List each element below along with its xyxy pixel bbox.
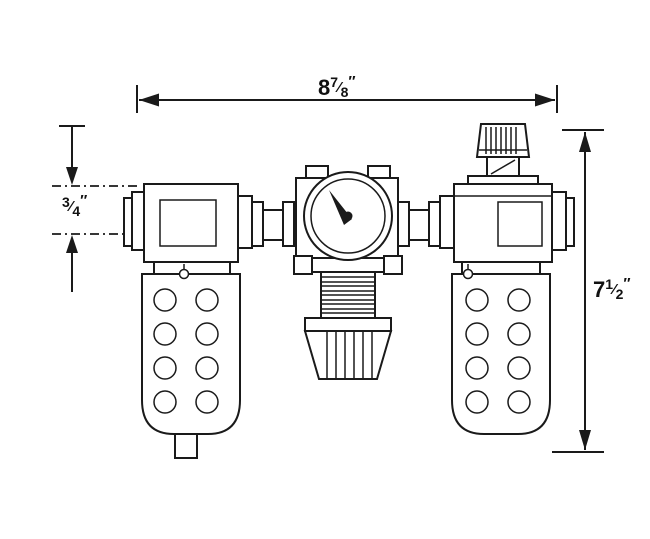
fraction-separator: ⁄	[613, 281, 616, 298]
port-denominator: 4	[72, 203, 81, 219]
width-numerator: 7	[330, 74, 339, 90]
fill-cap-knurls	[485, 127, 517, 154]
stem-threads	[322, 276, 374, 314]
bowl-hole	[507, 322, 531, 346]
filter-regulator-pipe	[235, 195, 295, 249]
pipe-nipple	[408, 209, 430, 241]
union-flange	[251, 201, 264, 247]
bowl-hole	[507, 390, 531, 414]
fill-cap	[475, 123, 531, 158]
bowl-hole	[195, 356, 219, 380]
outlet-cap	[565, 197, 575, 247]
cap-plate	[467, 175, 539, 185]
bowl-hole	[465, 322, 489, 346]
arrow-down-icon	[66, 167, 78, 185]
arrow-up-icon	[66, 235, 78, 253]
height-numerator: 1	[605, 276, 614, 292]
bowl-hole	[465, 288, 489, 312]
gauge-hub	[343, 211, 353, 221]
bowl-hole	[195, 390, 219, 414]
bowl-hole	[465, 356, 489, 380]
sight-dome-highlight	[490, 159, 516, 175]
lubricator-unit	[451, 123, 553, 435]
width-dimension-label: 87⁄8″	[318, 73, 356, 100]
regulator-foot	[383, 255, 403, 275]
bowl-hole	[465, 390, 489, 414]
filter-latch	[178, 268, 190, 280]
filter-neck	[153, 261, 231, 275]
mounting-tab	[367, 165, 391, 179]
pipe-nipple	[262, 209, 284, 241]
height-whole: 7	[593, 277, 606, 302]
inlet-cap	[123, 197, 133, 247]
bowl-hole	[195, 288, 219, 312]
filter-head-window	[159, 199, 217, 247]
height-denominator: 2	[615, 286, 624, 302]
arrow-left-icon	[139, 93, 159, 107]
port-dimension	[52, 125, 140, 292]
mounting-tab	[305, 165, 329, 179]
filter-bowl-holes	[153, 288, 219, 414]
inlet-port	[123, 191, 147, 251]
union-flange	[397, 201, 410, 247]
lubricator-head	[453, 183, 553, 263]
bowl-hole	[153, 288, 177, 312]
bowl-hole	[153, 390, 177, 414]
union-flange	[282, 201, 295, 247]
lubricator-neck	[461, 261, 541, 275]
pressure-gauge	[303, 171, 393, 261]
bowl-hole	[507, 288, 531, 312]
height-dimension	[552, 129, 604, 453]
regulator-unit	[293, 165, 403, 380]
fraction-separator: ⁄	[69, 198, 73, 215]
knob-collar	[304, 317, 392, 332]
width-whole: 8	[318, 75, 331, 100]
regulator-foot	[293, 255, 313, 275]
port-unit: ″	[80, 192, 87, 209]
filter-drain-stub	[174, 433, 198, 459]
bowl-hole	[153, 322, 177, 346]
fraction-separator: ⁄	[338, 79, 341, 96]
bowl-hole	[195, 322, 219, 346]
bowl-hole	[153, 356, 177, 380]
filter-head	[143, 183, 239, 263]
lubricator-latch	[462, 268, 474, 280]
height-unit: ″	[623, 275, 630, 292]
regulator-lubricator-pipe	[397, 195, 457, 249]
lubricator-head-window	[497, 201, 543, 247]
port-dimension-label: 3⁄4″	[62, 192, 87, 219]
arrow-up-icon	[579, 132, 591, 152]
port-numerator: 3	[62, 194, 70, 210]
adjustment-knob	[303, 330, 393, 380]
width-dimension	[136, 85, 558, 113]
width-unit: ″	[348, 73, 355, 90]
arrow-down-icon	[579, 430, 591, 450]
filter-unit	[141, 183, 241, 459]
gauge-dial	[310, 178, 386, 254]
outlet-port	[551, 191, 575, 251]
arrow-right-icon	[535, 93, 555, 107]
outlet-flange	[551, 191, 567, 251]
lubricator-bowl-holes	[465, 288, 531, 414]
bowl-hole	[507, 356, 531, 380]
height-dimension-label: 71⁄2″	[593, 275, 631, 302]
union-flange	[428, 201, 441, 247]
knob-ribs	[326, 332, 373, 378]
width-denominator: 8	[340, 84, 349, 100]
